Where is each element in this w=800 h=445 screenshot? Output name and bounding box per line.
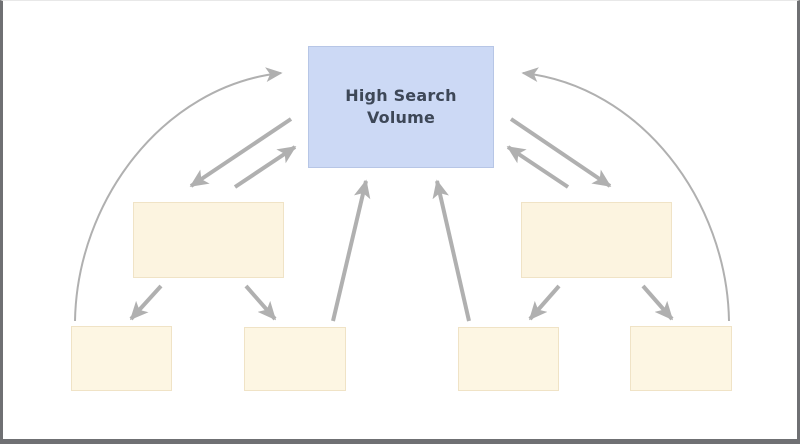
- edge-primary-to-secondary-left: [189, 117, 293, 188]
- node-leaf-3[interactable]: [458, 327, 559, 391]
- edge-secondary-right-to-leaf-3: [528, 284, 561, 321]
- node-high-search-volume[interactable]: High Search Volume: [308, 46, 494, 168]
- node-secondary-left[interactable]: [133, 202, 284, 278]
- node-secondary-right[interactable]: [521, 202, 672, 278]
- edge-leaf-2-to-primary: [331, 179, 371, 322]
- edge-secondary-right-to-primary: [506, 145, 570, 189]
- node-leaf-1[interactable]: [71, 326, 172, 391]
- edge-leaf-3-to-primary: [432, 179, 471, 322]
- node-leaf-4[interactable]: [630, 326, 732, 391]
- node-label-high-search-volume: High Search Volume: [345, 86, 457, 127]
- node-leaf-2[interactable]: [244, 327, 346, 391]
- edge-secondary-right-to-leaf-4: [641, 284, 674, 321]
- edge-secondary-left-to-primary: [233, 145, 297, 189]
- edge-primary-to-secondary-right: [509, 117, 612, 188]
- edge-leaf-1-to-primary-curved: [74, 67, 283, 322]
- edge-secondary-left-to-leaf-2: [244, 284, 277, 321]
- edge-secondary-left-to-leaf-1: [129, 284, 163, 321]
- edge-leaf-4-to-primary-curved: [521, 67, 730, 322]
